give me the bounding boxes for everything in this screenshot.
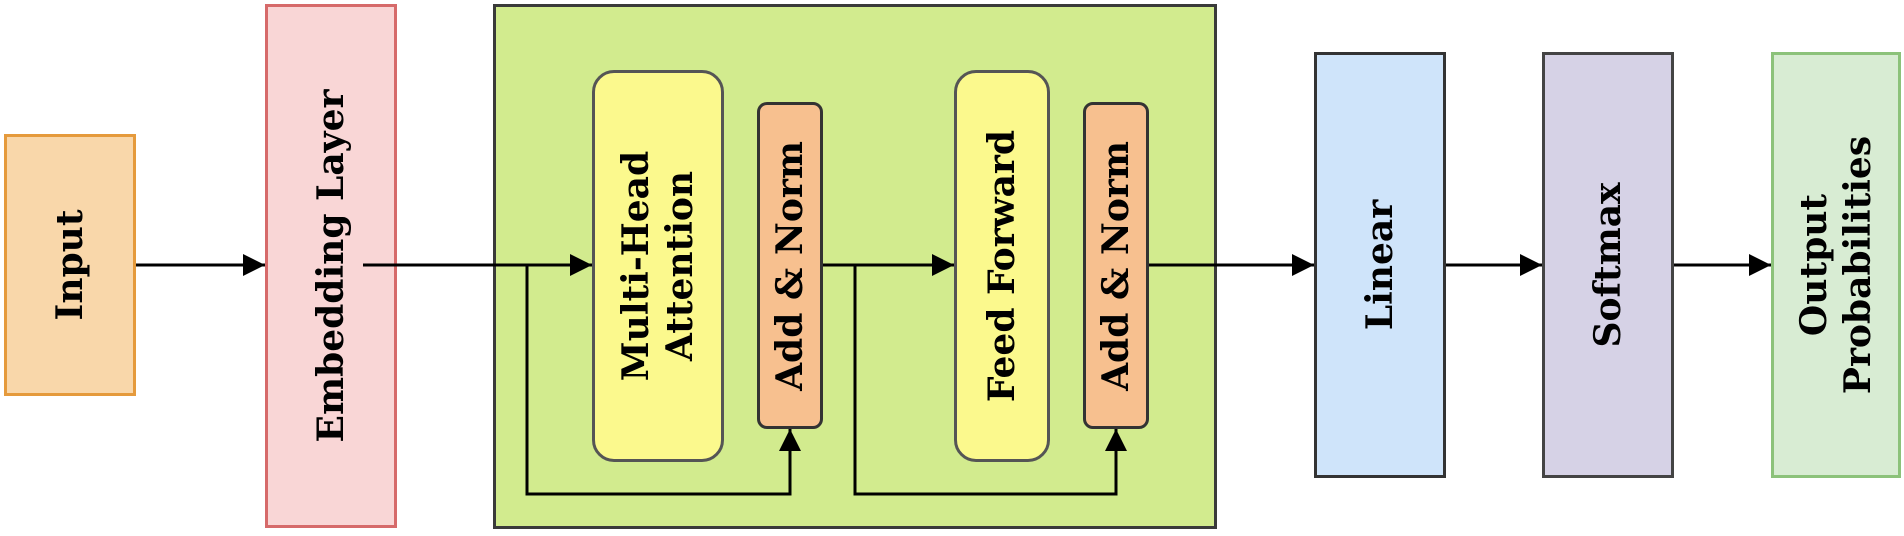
- add-norm-label-1: Add & Norm: [769, 140, 811, 391]
- multi-head-attention-label-line-1: Multi-Head: [615, 150, 657, 382]
- embedding-layer-label: Embedding Layer: [310, 89, 352, 443]
- feed-forward-block: Feed Forward: [954, 70, 1050, 462]
- multi-head-attention-label: Multi-Head Attention: [614, 151, 702, 381]
- input-label: Input: [49, 209, 91, 321]
- output-probabilities-label: Output Probabilities: [1792, 136, 1880, 394]
- add-norm-block-1: Add & Norm: [757, 102, 823, 429]
- linear-label: Linear: [1359, 199, 1401, 331]
- multi-head-attention-label-line-2: Attention: [659, 170, 701, 362]
- output-probabilities-label-line-2: Probabilities: [1837, 135, 1879, 395]
- feed-forward-label: Feed Forward: [981, 129, 1023, 403]
- add-norm-block-2: Add & Norm: [1083, 102, 1149, 429]
- softmax-label: Softmax: [1587, 182, 1629, 348]
- embedding-layer-block: Embedding Layer: [265, 4, 397, 528]
- output-probabilities-label-line-1: Output: [1793, 193, 1835, 337]
- linear-block: Linear: [1314, 52, 1446, 478]
- output-probabilities-block: Output Probabilities: [1771, 52, 1901, 478]
- add-norm-label-2: Add & Norm: [1095, 140, 1137, 391]
- softmax-block: Softmax: [1542, 52, 1674, 478]
- input-block: Input: [4, 134, 136, 396]
- multi-head-attention-block: Multi-Head Attention: [592, 70, 724, 462]
